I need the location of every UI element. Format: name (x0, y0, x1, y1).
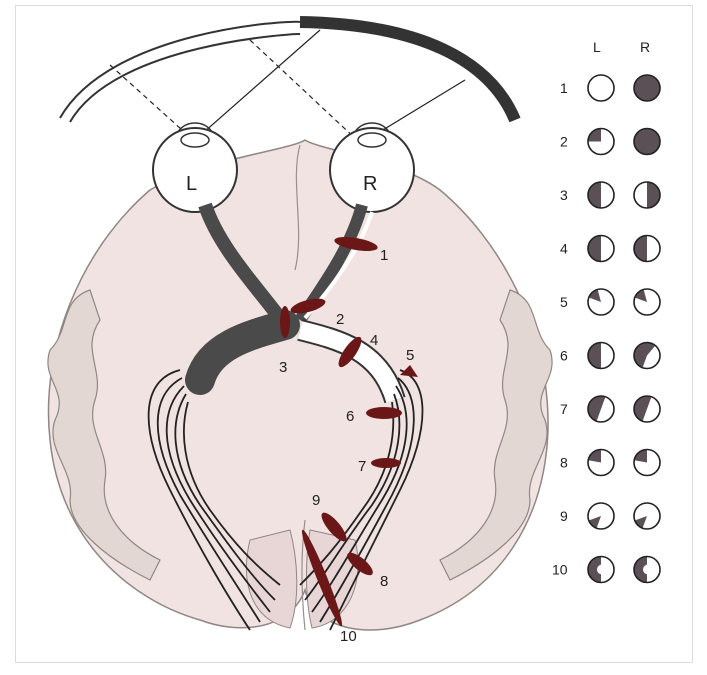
brain-outline (48, 140, 552, 630)
defect-right-field (634, 236, 660, 262)
defect-left-field (588, 129, 614, 155)
defect-right-field (634, 396, 660, 422)
defect-right-field (634, 503, 660, 529)
defect-row-number: 4 (560, 241, 568, 257)
lesion-label-6: 6 (346, 408, 354, 425)
defect-left-field (588, 236, 614, 262)
lesion-label-10: 10 (340, 628, 357, 645)
lesion-label-2: 2 (336, 311, 344, 328)
visual-field-defects: L R 1 2 3 4 5 6 7 8 9 10 (552, 39, 660, 583)
visual-field-arc (60, 22, 515, 122)
defect-row-number: 1 (560, 80, 568, 96)
defect-row-number: 9 (560, 508, 568, 524)
defect-row-number: 5 (560, 294, 568, 310)
lesion-3 (280, 306, 290, 338)
defect-left-field (588, 289, 614, 315)
defect-col-left: L (593, 39, 601, 55)
defect-row-number: 6 (560, 348, 568, 364)
defect-right-field (634, 343, 660, 369)
defect-left-field (588, 75, 614, 101)
lesion-label-3: 3 (279, 359, 287, 376)
defect-rows: 1 2 3 4 5 6 7 8 9 10 (552, 75, 660, 583)
right-eye (330, 123, 414, 212)
defect-col-right: R (640, 39, 650, 55)
lesion-label-5: 5 (406, 347, 414, 364)
defect-left-field (588, 450, 614, 476)
defect-right-field (634, 182, 660, 208)
left-eye-label: L (186, 173, 197, 195)
right-eye-label: R (363, 173, 377, 195)
lesion-label-8: 8 (380, 573, 388, 590)
defect-row-number: 7 (560, 401, 568, 417)
defect-right-field (634, 450, 660, 476)
defect-right-field (634, 75, 660, 101)
defect-row-number: 8 (560, 455, 568, 471)
defect-row-number: 10 (552, 562, 568, 578)
lesion-6 (366, 407, 402, 419)
defect-right-field (634, 129, 660, 155)
defect-left-field (588, 557, 614, 583)
defect-row-number: 3 (560, 187, 568, 203)
defect-left-field (588, 503, 614, 529)
left-eye (153, 123, 237, 212)
lesion-7 (371, 458, 401, 468)
defect-left-field (588, 182, 614, 208)
defect-right-field (634, 557, 660, 583)
defect-row-number: 2 (560, 134, 568, 150)
defect-left-field (588, 343, 614, 369)
lesion-label-4: 4 (370, 332, 378, 349)
lesion-label-9: 9 (312, 492, 320, 509)
lesion-label-7: 7 (358, 458, 366, 475)
lesion-label-1: 1 (380, 247, 388, 264)
defect-right-field (634, 289, 660, 315)
defect-left-field (588, 396, 614, 422)
